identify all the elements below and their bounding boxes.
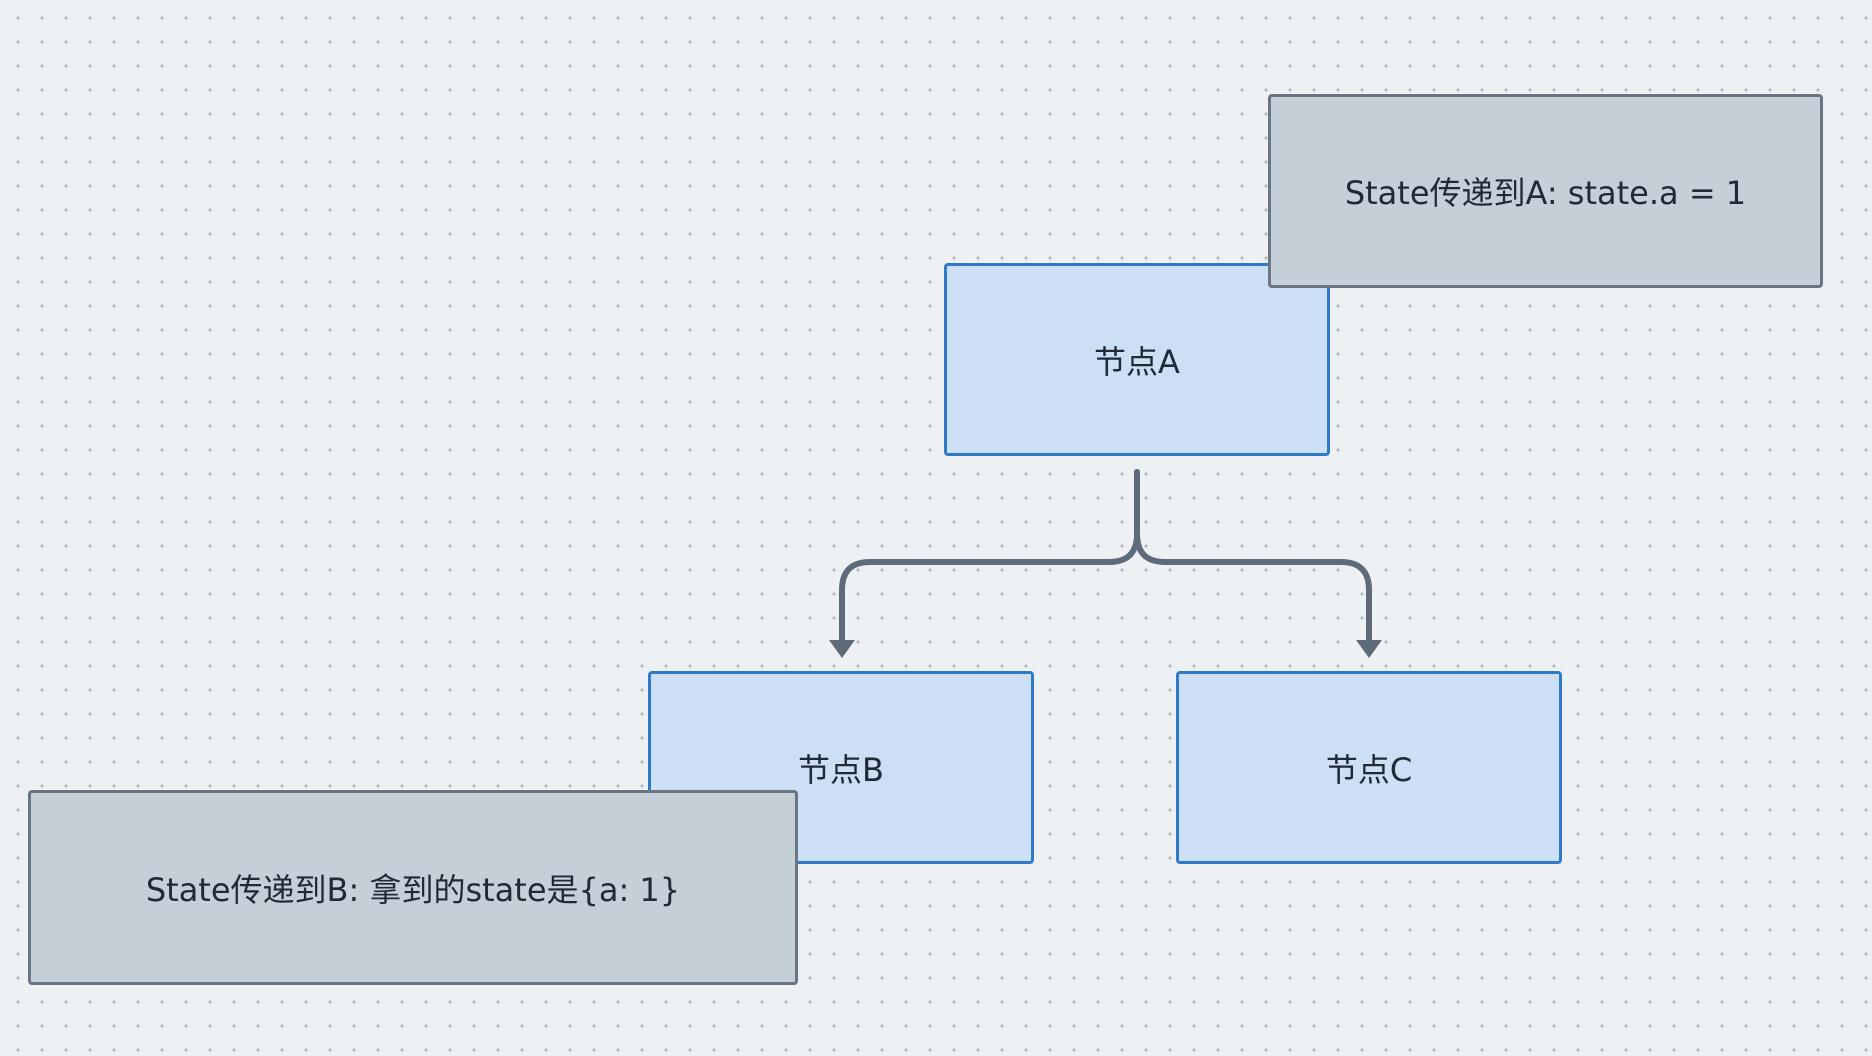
arrowhead-b <box>829 640 855 658</box>
note-state-b[interactable]: State传递到B: 拿到的state是{a: 1} <box>28 790 798 985</box>
edge-a-to-c[interactable] <box>1134 469 1372 645</box>
node-a-label: 节点A <box>1094 342 1180 381</box>
arrowhead-c <box>1356 640 1382 658</box>
node-a[interactable]: 节点A <box>944 263 1330 456</box>
note-state-a[interactable]: State传递到A: state.a = 1 <box>1268 94 1823 288</box>
node-b-label: 节点B <box>798 750 884 789</box>
node-c[interactable]: 节点C <box>1176 671 1562 864</box>
edge-a-to-b[interactable] <box>839 469 1140 645</box>
note-state-b-text: State传递到B: 拿到的state是{a: 1} <box>145 870 681 909</box>
note-state-a-text: State传递到A: state.a = 1 <box>1344 174 1747 212</box>
node-c-label: 节点C <box>1325 750 1413 789</box>
